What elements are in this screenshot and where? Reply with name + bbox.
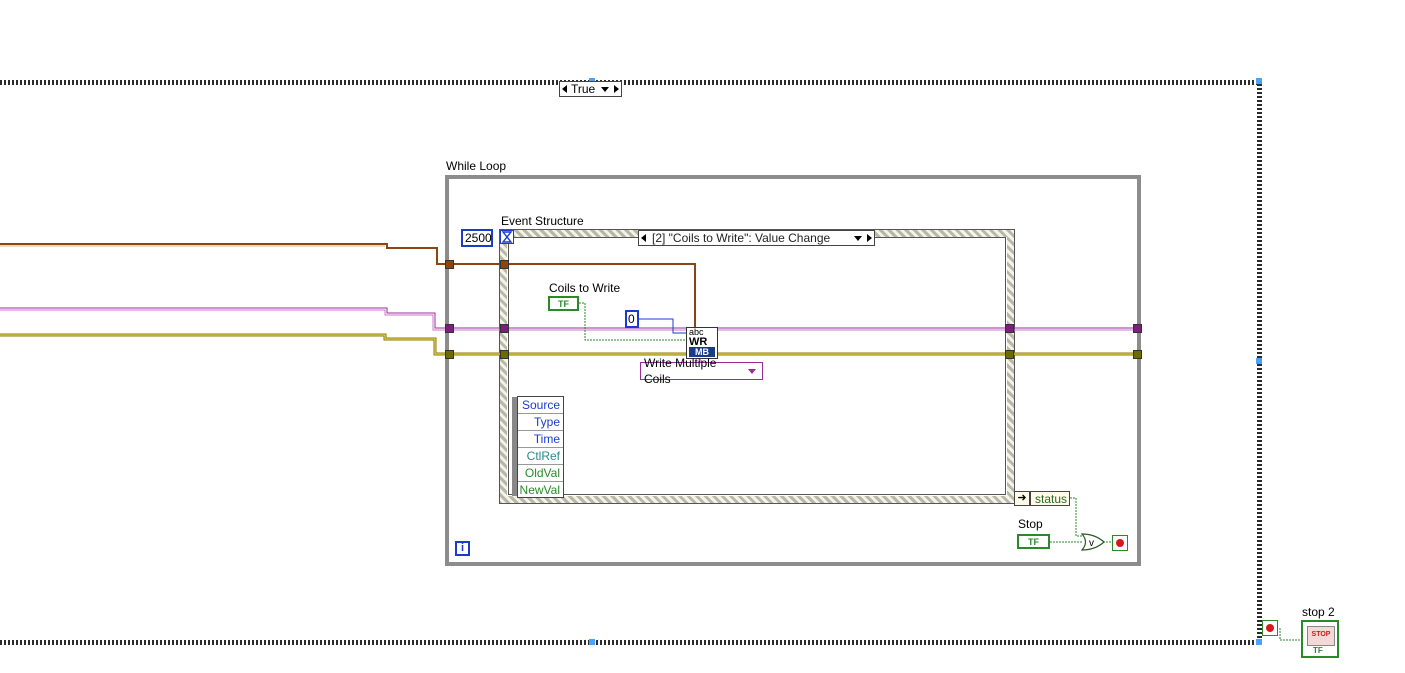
event-data-time[interactable]: Time: [518, 431, 563, 448]
stop2-label: stop 2: [1302, 605, 1335, 619]
event-structure-label: Event Structure: [501, 214, 584, 228]
loop-tunnel-brown[interactable]: [445, 260, 454, 269]
event-structure-inner-outline: [508, 237, 1006, 495]
case-resize-handle[interactable]: [589, 639, 595, 645]
event-dropdown-icon[interactable]: [854, 235, 862, 241]
stop-sign-icon: [1116, 539, 1124, 547]
event-data-ctlref[interactable]: CtlRef: [518, 448, 563, 465]
loop-condition-terminal[interactable]: [1112, 535, 1128, 551]
or-gate-icon[interactable]: v: [1081, 533, 1105, 551]
modbus-vi-bottom: MB: [689, 347, 715, 357]
stop-label: Stop: [1018, 517, 1043, 531]
outer-loop-condition-terminal[interactable]: [1262, 620, 1278, 636]
iteration-terminal: i: [455, 541, 470, 556]
event-data-newval[interactable]: NewVal: [519, 483, 560, 497]
status-indicator[interactable]: status: [1030, 491, 1070, 506]
event-data-oldval[interactable]: OldVal: [518, 465, 563, 482]
stop2-button-icon: STOP: [1307, 626, 1335, 646]
stop2-terminal[interactable]: STOP TF: [1301, 620, 1339, 658]
loop-tunnel-refnum-out[interactable]: [1133, 324, 1142, 333]
case-selector-value: True: [571, 82, 596, 96]
status-arrow-icon: ➜: [1014, 491, 1030, 506]
event-structure-outline: [499, 229, 1015, 504]
event-case-value: [2] "Coils to Write": Value Change: [652, 231, 831, 245]
event-tunnel-error-out[interactable]: [1005, 350, 1014, 359]
while-loop-label: While Loop: [446, 159, 507, 173]
ring-dropdown-icon[interactable]: [748, 368, 756, 374]
modbus-vi-top: abc: [689, 327, 704, 337]
loop-tunnel-refnum[interactable]: [445, 324, 454, 333]
timeout-constant[interactable]: 2500: [461, 229, 493, 247]
event-data-type[interactable]: Type: [518, 414, 563, 431]
stop-terminal[interactable]: TF: [1017, 534, 1050, 549]
event-tunnel-brown[interactable]: [500, 260, 509, 269]
event-tunnel-error[interactable]: [500, 350, 509, 359]
case-resize-handle[interactable]: [1256, 358, 1262, 364]
while-loop-frame[interactable]: [445, 175, 1141, 566]
case-resize-handle[interactable]: [1256, 78, 1262, 84]
coils-to-write-terminal[interactable]: TF: [548, 296, 579, 311]
modbus-write-vi[interactable]: abc WR MB: [686, 327, 718, 359]
event-case-selector[interactable]: [2] "Coils to Write": Value Change: [638, 230, 875, 246]
stop2-bool-tag: TF: [1313, 646, 1323, 655]
loop-tunnel-error[interactable]: [445, 350, 454, 359]
case-structure-bottom-border: [0, 640, 1262, 645]
modbus-vi-mid: WR: [689, 336, 708, 348]
case-selector[interactable]: True: [559, 81, 622, 97]
case-prev-arrow-icon[interactable]: [562, 85, 567, 93]
loop-tunnel-error-out[interactable]: [1133, 350, 1142, 359]
case-next-arrow-icon[interactable]: [614, 85, 619, 93]
function-ring[interactable]: Write Multiple Coils: [640, 356, 763, 386]
coils-to-write-label: Coils to Write: [549, 281, 621, 295]
event-prev-arrow-icon[interactable]: [641, 234, 646, 242]
event-data-node[interactable]: Source Type Time CtlRef OldVal NewVal: [517, 396, 564, 498]
event-tunnel-refnum-out[interactable]: [1005, 324, 1014, 333]
case-resize-handle[interactable]: [1256, 639, 1262, 645]
svg-text:v: v: [1089, 538, 1094, 549]
case-structure-top-border: [0, 80, 1262, 85]
hourglass-timeout-icon: [500, 230, 514, 244]
event-next-arrow-icon[interactable]: [867, 234, 872, 242]
event-data-source[interactable]: Source: [518, 397, 563, 414]
event-tunnel-refnum[interactable]: [500, 324, 509, 333]
stop-sign-icon: [1266, 624, 1274, 632]
case-dropdown-icon[interactable]: [601, 86, 609, 92]
zero-constant[interactable]: 0: [625, 310, 639, 328]
